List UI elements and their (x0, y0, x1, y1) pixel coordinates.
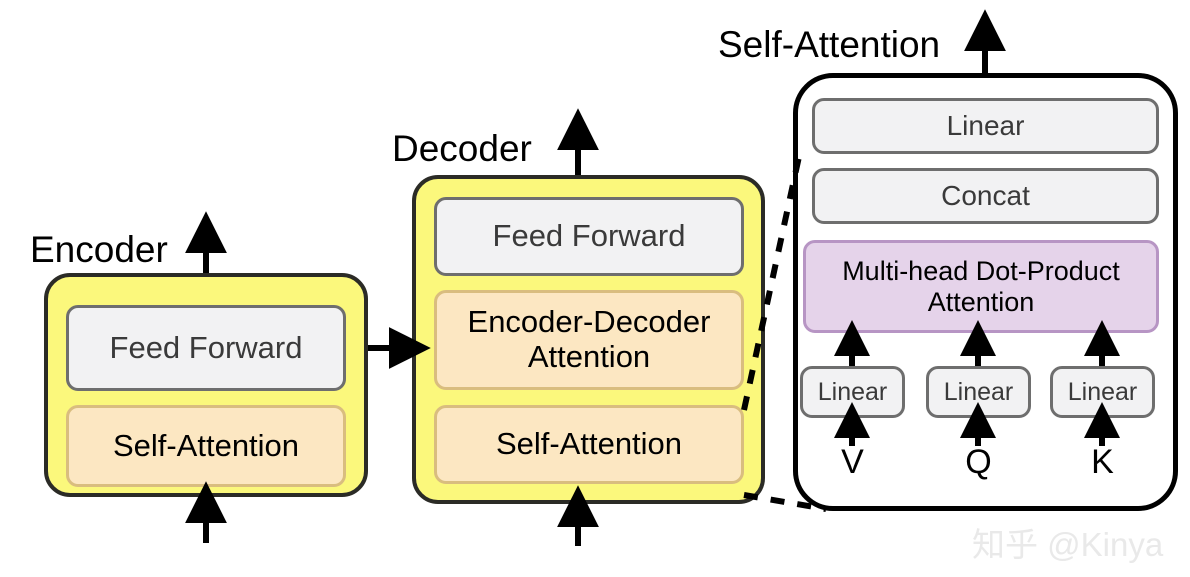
encoder-title-label: Encoder (30, 229, 168, 270)
decoder-self-attention-block[interactable]: Self-Attention (434, 405, 744, 484)
encoder-feed-forward-block[interactable]: Feed Forward (66, 305, 346, 391)
panel-linear-k-block[interactable]: Linear (1050, 366, 1155, 418)
decoder-title-label: Decoder (392, 128, 532, 169)
decoder-encoder-decoder-attention-block[interactable]: Encoder-Decoder Attention (434, 290, 744, 390)
panel-linear-q-block[interactable]: Linear (926, 366, 1031, 418)
enc-dec-attn-line1: Encoder-Decoder (467, 304, 711, 340)
panel-multihead-attention-block[interactable]: Multi-head Dot-Product Attention (803, 240, 1159, 333)
panel-input-label-k: K (1091, 443, 1114, 481)
panel-linear-output-block[interactable]: Linear (812, 98, 1159, 154)
panel-input-label-q: Q (965, 443, 992, 481)
enc-dec-attn-line2: Attention (527, 339, 651, 374)
panel-linear-v-block[interactable]: Linear (800, 366, 905, 418)
self-attention-panel-title-label: Self-Attention (718, 24, 941, 65)
multihead-line1: Multi-head Dot-Product (842, 256, 1120, 287)
panel-concat-block[interactable]: Concat (812, 168, 1159, 224)
decoder-feed-forward-block[interactable]: Feed Forward (434, 197, 744, 276)
panel-input-label-v: V (841, 443, 864, 481)
multihead-line2: Attention (927, 286, 1035, 317)
watermark-text: 知乎 @Kinya (972, 526, 1164, 563)
encoder-self-attention-block[interactable]: Self-Attention (66, 405, 346, 487)
